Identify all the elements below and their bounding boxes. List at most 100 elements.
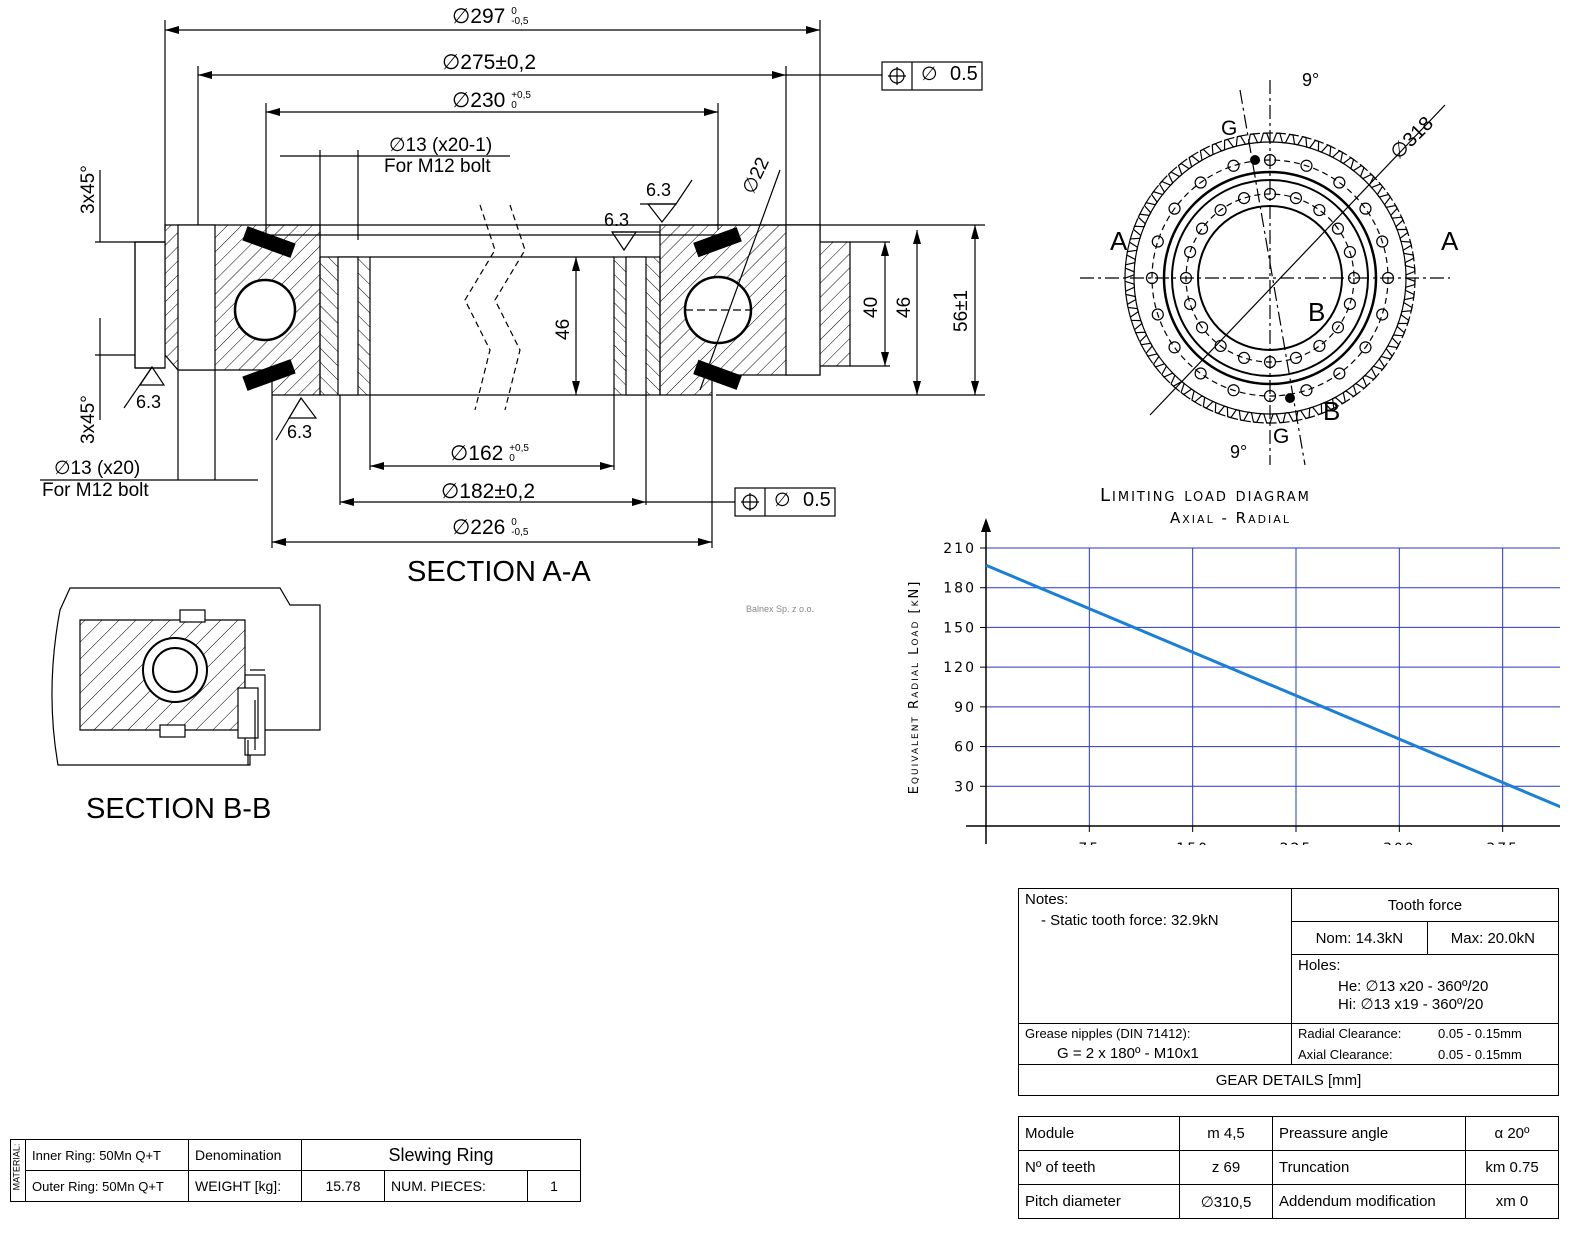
holes-he: He: ∅13 x20 - 360º/20 [1338,978,1489,995]
outer-ring-material: Outer Ring: 50Mn Q+T [25,1170,189,1202]
bolt-hole [1168,202,1181,215]
bolt-hole [1289,351,1303,364]
x-tick-label: 300 [1383,841,1416,845]
dim-h46-right: 46 [894,296,915,318]
chart-subtitle: Axial - Radial [1170,509,1291,527]
bolt-hole [1214,203,1227,217]
axial-clearance-value: 0.05 - 0.15mm [1438,1047,1522,1062]
gear-view [1080,80,1450,466]
gear-row-value: m 4,5 [1179,1116,1273,1151]
gear-angle-top: 9° [1302,70,1320,90]
gear-row-value: ∅310,5 [1179,1184,1273,1219]
bolt-hole [1151,235,1164,248]
pieces-label: NUM. PIECES: [384,1170,528,1202]
bolt-hole [1313,203,1326,217]
x-tick-label: 375 [1486,841,1519,845]
chamfer-top: 3x45° [78,165,99,214]
bolt-inner-dia: ∅13 (x20-1) [389,135,493,156]
bolt-hole [1343,297,1356,311]
gear-row-label: Preassure angle [1272,1116,1466,1151]
part-name: Slewing Ring [301,1139,581,1171]
bolt-hole [1263,153,1277,167]
bolt-inner-desc: For M12 bolt [384,156,491,177]
tooth-force-max: Max: 20.0kN [1426,921,1560,955]
holes-hi: Hi: ∅13 x19 - 360º/20 [1338,996,1484,1013]
grease-label: Grease nipples (DIN 71412): [1025,1026,1191,1041]
holes-label: Holes: [1298,957,1341,974]
x-tick-label: 75 [1078,841,1100,845]
y-tick-label: 30 [954,779,976,795]
series-line [985,563,1560,809]
gear-label-a-right: A [1441,226,1459,256]
gear-row-value: km 0.75 [1465,1150,1559,1185]
bolt-hole [1263,187,1277,201]
gear-row-value: z 69 [1179,1150,1273,1185]
gear-label-a-left: A [1110,226,1128,256]
bolt-hole [1376,308,1389,321]
gear-row-label: Module [1018,1116,1180,1151]
y-tick-label: 90 [954,700,976,716]
bolt-hole [1333,367,1346,380]
pieces-value: 1 [527,1170,581,1202]
y-tick-label: 180 [943,581,976,597]
watermark: Balnex Sp. z o.o. [746,604,815,614]
material-label: MATERIAL: [11,1143,22,1191]
gear-label-g-bot: G [1273,425,1290,448]
dim-d226: ∅226 0-0,5 [452,516,529,539]
section-bb-drawing [51,587,321,766]
section-aa-drawing [40,20,985,548]
tol-pos-top: 0.5 [950,63,978,85]
bolt-hole [1179,271,1193,285]
bolt-hole [1151,308,1164,321]
y-tick-label: 120 [943,660,976,676]
notes-title: Notes: [1025,891,1069,908]
rough-d: 6.3 [287,422,313,442]
chart-title: Limiting load diagram [1100,485,1311,506]
rough-b: 6.3 [604,210,630,230]
bolt-hole [1359,202,1372,215]
load-chart: 75150225300375450306090120150180210Equiv… [907,518,1560,845]
dim-d297: ∅297 0-0,5 [452,5,529,28]
dim-h46-mid: 46 [553,318,574,340]
tooth-force-header: Tooth force [1291,888,1559,922]
bolt-hole [1289,192,1303,205]
tooth-force-nom: Nom: 14.3kN [1291,921,1428,955]
bolt-hole [1184,245,1197,259]
dim-h40: 40 [861,296,882,318]
bolt-hole [1381,271,1395,285]
axial-clearance-label: Axial Clearance: [1298,1047,1393,1062]
bolt-hole [1263,389,1277,403]
y-axis-arrow [981,518,991,532]
bolt-hole [1333,176,1346,189]
bolt-hole [1343,245,1356,259]
bolt-hole [1237,351,1251,364]
tol-dia-top: ∅ [921,64,938,85]
radial-clearance-value: 0.05 - 0.15mm [1438,1026,1522,1041]
chamfer-bot: 3x45° [78,395,99,444]
weight-value: 15.78 [301,1170,385,1202]
rough-a: 6.3 [646,180,672,200]
gear-row-label: Addendum modification [1272,1184,1466,1219]
section-aa-label: SECTION A-A [407,556,591,588]
x-tick-label: 150 [1176,841,1209,845]
section-bb-label: SECTION B-B [86,793,272,825]
tol-pos-bot: 0.5 [803,489,831,511]
bolt-outer-dia: ∅13 (x20) [54,458,141,479]
bolt-hole [1300,159,1313,172]
bolt-hole [1168,341,1181,354]
gear-label-g-top: G [1221,117,1238,140]
gear-label-b-top: B [1308,297,1326,327]
bolt-hole [1331,222,1345,235]
dim-h56: 56±1 [951,289,972,332]
bolt-hole [1195,321,1209,334]
gear-row-value: α 20º [1465,1116,1559,1151]
bolt-hole [1300,384,1313,397]
inner-ring-material: Inner Ring: 50Mn Q+T [25,1139,189,1171]
y-tick-label: 60 [954,740,976,756]
gear-teeth [1124,132,1416,424]
bolt-hole [1227,384,1240,397]
static-force: - Static tooth force: 32.9kN [1041,912,1219,929]
bolt-hole [1145,271,1159,285]
